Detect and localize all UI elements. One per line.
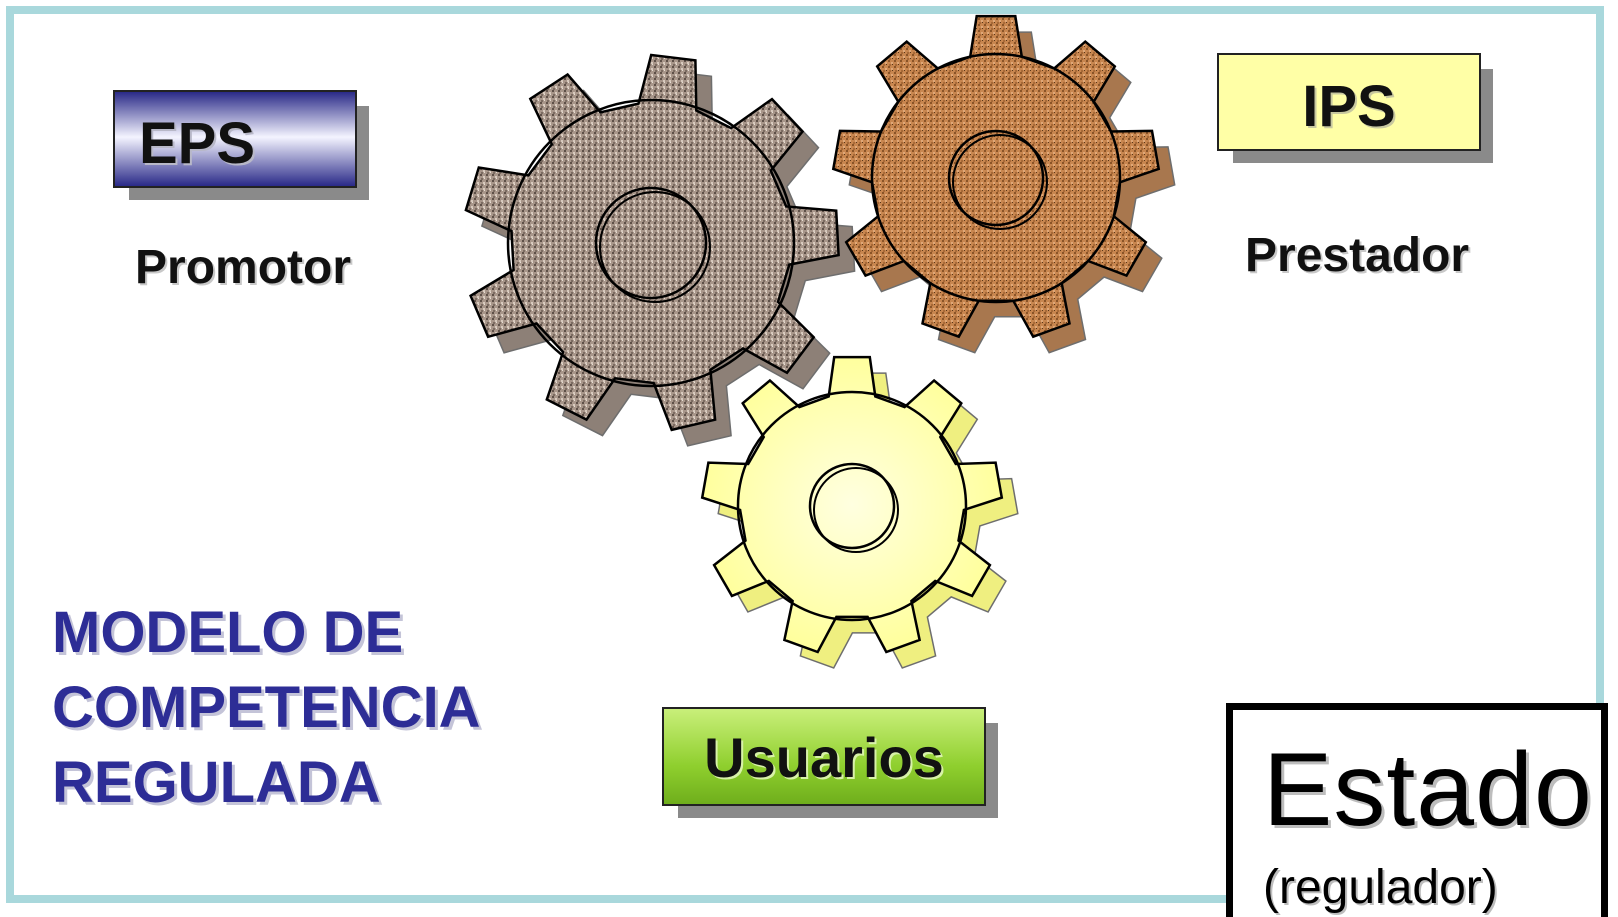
gear-yellow-rim	[736, 390, 968, 622]
slide-frame	[6, 6, 1604, 903]
ips-box: IPS	[1217, 53, 1493, 163]
gear-brown-hub	[947, 129, 1045, 227]
gear-brown-rim	[870, 52, 1122, 304]
estado-title: Estado	[1263, 732, 1593, 848]
prestador-label: Prestador	[1245, 229, 1470, 282]
gear-brown-hub-shadow	[952, 134, 1048, 230]
gear-gray-hub	[594, 186, 708, 300]
gear-gray-rim	[506, 98, 796, 388]
gear-brown-teeth	[831, 14, 1161, 339]
gear-gray	[464, 53, 856, 447]
model-title-line-2: COMPETENCIA	[52, 675, 481, 740]
gear-brown	[831, 14, 1176, 354]
gear-yellow	[700, 355, 1019, 669]
usuarios-box: Usuarios	[662, 707, 998, 818]
eps-box: EPS	[113, 90, 369, 200]
promotor-label: Promotor	[135, 241, 351, 294]
gear-yellow-hub	[808, 462, 896, 550]
estado-box: Estado (regulador)	[1226, 703, 1608, 917]
gear-yellow-teeth	[700, 355, 1004, 654]
eps-label: EPS	[139, 111, 256, 176]
usuarios-label: Usuarios	[704, 726, 944, 789]
gear-gray-teeth	[464, 53, 840, 432]
model-title-line-3: REGULADA	[52, 750, 381, 815]
gear-gray-hub-shadow	[599, 191, 711, 303]
gear-yellow-hub-shadow	[813, 467, 899, 553]
ips-label: IPS	[1302, 74, 1396, 139]
model-title-line-1: MODELO DE	[52, 600, 404, 665]
model-title: MODELO DE COMPETENCIA REGULADA	[52, 595, 481, 820]
estado-subtitle: (regulador)	[1263, 861, 1498, 914]
